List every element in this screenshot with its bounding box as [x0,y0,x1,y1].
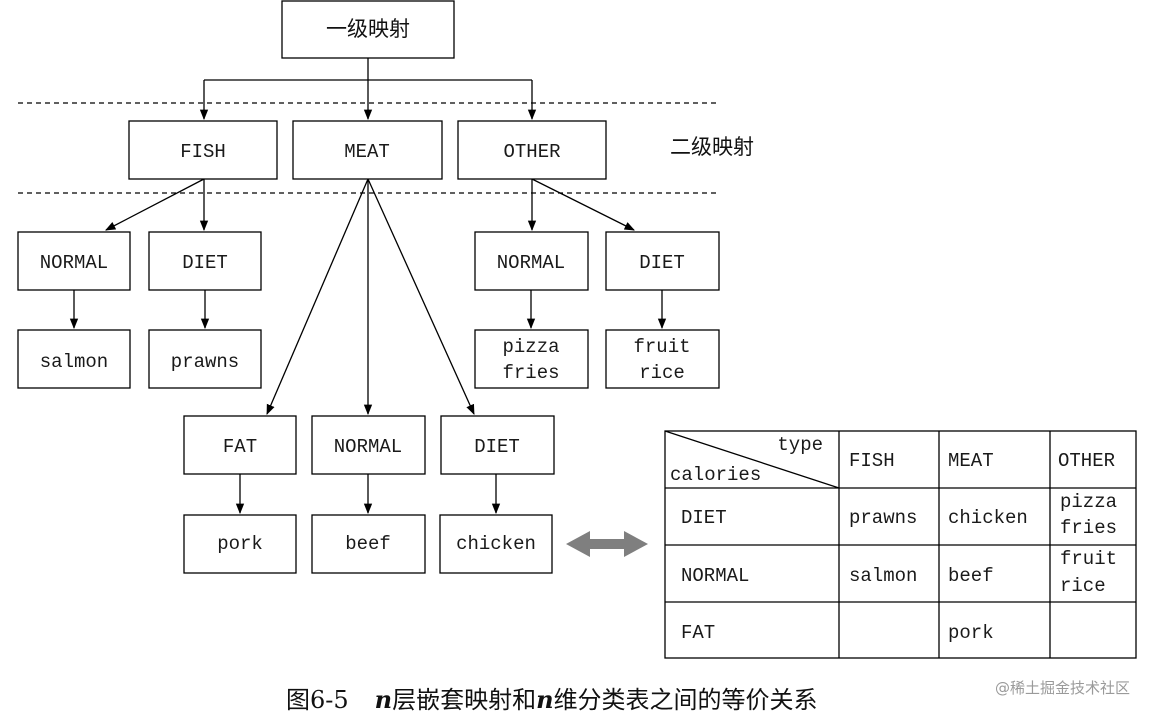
type-label-meat: MEAT [344,141,390,163]
leaf-node-fruit-rice: fruit rice [605,329,720,389]
leaf-text: pizza [502,336,559,358]
equivalence-double-arrow [566,531,648,557]
leaf-node-salmon: salmon [17,329,131,389]
leaf-text: salmon [40,351,108,373]
caption-n2: n [536,685,553,714]
leaf-text: pork [217,533,263,555]
leaf-text: chicken [456,533,536,555]
row-header: DIET [681,507,727,529]
leaf-node-pork: pork [183,514,297,574]
leaf-edges [69,290,667,515]
table-cell: fries [1060,517,1117,539]
leaf-text: beef [345,533,391,555]
row-header: FAT [681,622,715,644]
type-node-meat: MEAT [292,120,443,180]
leaf-text: rice [639,362,685,384]
column-header: OTHER [1058,450,1115,472]
table-cell: salmon [849,565,917,587]
table-cell: pork [948,622,994,644]
leaf-text: fruit [633,336,690,358]
corner-header-calories: calories [670,464,761,486]
calorie-label: NORMAL [497,252,565,274]
calorie-label: NORMAL [334,436,402,458]
corner-diagonal [664,430,840,489]
type-edges [105,178,635,416]
calorie-node-other-normal: NORMAL [474,231,589,291]
caption-suffix: 维分类表之间的等价关系 [554,686,818,714]
row-header: NORMAL [681,565,749,587]
calorie-label: DIET [182,252,228,274]
caption-n1: n [375,685,392,714]
corner-header-type: type [777,434,823,456]
table-cell: chicken [948,507,1028,529]
calorie-node-meat-normal: NORMAL [311,415,426,475]
type-label-other: OTHER [503,141,560,163]
caption-mid: 层嵌套映射和 [392,686,536,714]
calorie-node-meat-diet: DIET [440,415,555,475]
leaf-node-pizza-fries: pizza fries [474,329,589,389]
calorie-label: NORMAL [40,252,108,274]
root-edges [199,58,537,121]
caption-prefix: 图6-5 [286,686,349,714]
type-node-other: OTHER [457,120,607,180]
calorie-node-fish-diet: DIET [148,231,262,291]
table-cell: prawns [849,507,917,529]
table-cell: fruit [1060,548,1117,570]
column-header: FISH [849,450,895,472]
leaf-text: prawns [171,351,239,373]
leaf-node-prawns: prawns [148,329,262,389]
watermark: @稀土掘金技术社区 [995,679,1130,697]
leaf-node-beef: beef [311,514,426,574]
calorie-node-other-diet: DIET [605,231,720,291]
leaf-text: fries [502,362,559,384]
type-node-fish: FISH [128,120,278,180]
calorie-node-meat-fat: FAT [183,415,297,475]
table-cell: rice [1060,575,1106,597]
root-node: 一级映射 [281,0,455,59]
column-header: MEAT [948,450,994,472]
leaf-node-chicken: chicken [439,514,553,574]
classification-table: type calories FISH MEAT OTHER DIET prawn… [664,430,1137,659]
type-label-fish: FISH [180,141,226,163]
root-label: 一级映射 [326,17,410,41]
table-cell: pizza [1060,491,1117,513]
calorie-label: FAT [223,436,257,458]
calorie-label: DIET [474,436,520,458]
table-cell: beef [948,565,994,587]
calorie-label: DIET [639,252,685,274]
calorie-node-fish-normal: NORMAL [17,231,131,291]
level2-label: 二级映射 [670,135,754,159]
